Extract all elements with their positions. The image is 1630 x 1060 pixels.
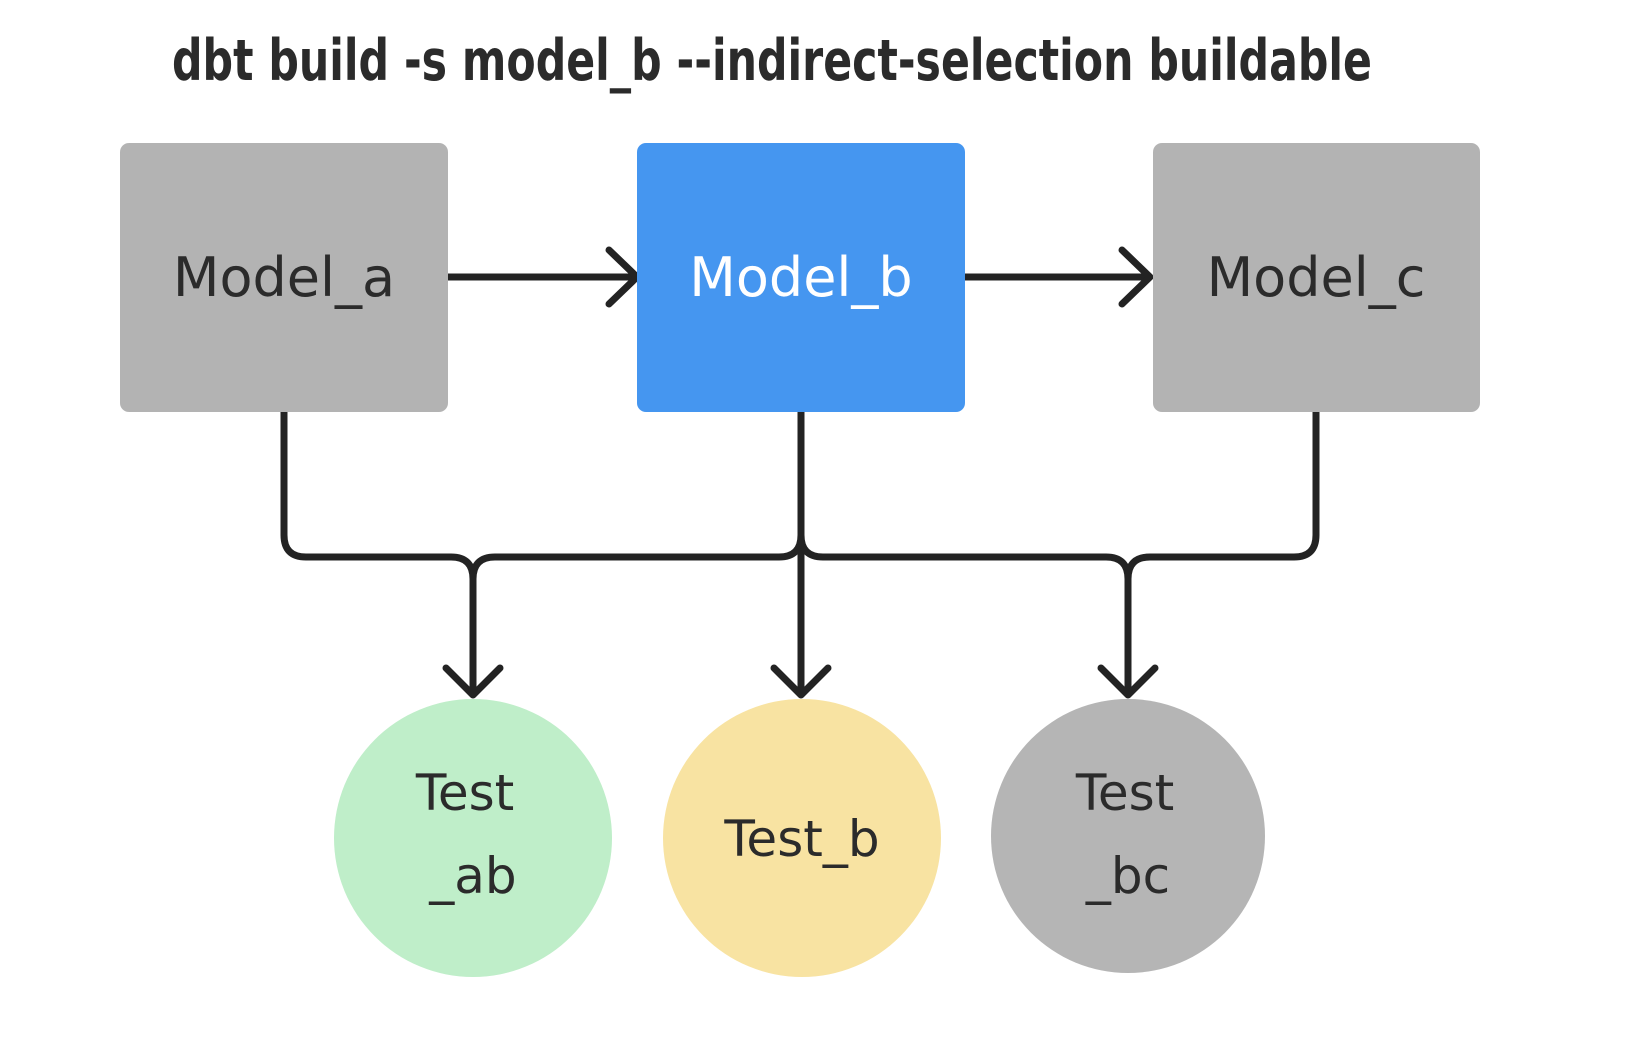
test-node-layer: Test _ab Test_b Test _bc — [334, 699, 1265, 977]
model-b-label: Model_b — [689, 246, 912, 309]
test-bc-label-line2: _bc — [1085, 847, 1170, 905]
test-ab-label-line2: _ab — [428, 847, 516, 905]
arrowhead-down-test-ab-icon — [442, 664, 504, 699]
test-ab-label: Test _ab — [415, 764, 530, 905]
test-bc-label: Test _bc — [1075, 764, 1190, 905]
test-b-label: Test_b — [723, 810, 879, 868]
model-c-node — [1153, 143, 1480, 412]
test-ab-label-line1: Test — [415, 764, 514, 822]
model-a-node — [120, 143, 448, 412]
edge-model-c-to-test-bc — [1124, 408, 1320, 692]
arrowhead-right-model-c-icon — [1118, 246, 1154, 308]
test-bc-node — [991, 699, 1265, 973]
model-node-layer: Model_a Model_b Model_c — [120, 143, 1480, 412]
edge-model-b-to-test-ab — [469, 408, 805, 692]
edge-model-a-to-test-ab — [280, 408, 477, 692]
edge-model-b-to-test-bc — [797, 408, 1132, 692]
model-b-node-selected — [637, 143, 965, 412]
arrowhead-down-test-b-icon — [770, 664, 832, 699]
test-b-label-line1: Test_b — [723, 810, 879, 868]
model-c-label: Model_c — [1207, 246, 1426, 309]
test-bc-label-line1: Test — [1075, 764, 1174, 822]
arrowhead-down-test-bc-icon — [1097, 664, 1159, 699]
edge-layer — [280, 246, 1320, 699]
diagram-title: dbt build -s model_b --indirect-selectio… — [172, 28, 1372, 94]
test-ab-node — [334, 699, 612, 977]
model-a-label: Model_a — [173, 246, 395, 309]
test-b-node — [663, 699, 941, 977]
